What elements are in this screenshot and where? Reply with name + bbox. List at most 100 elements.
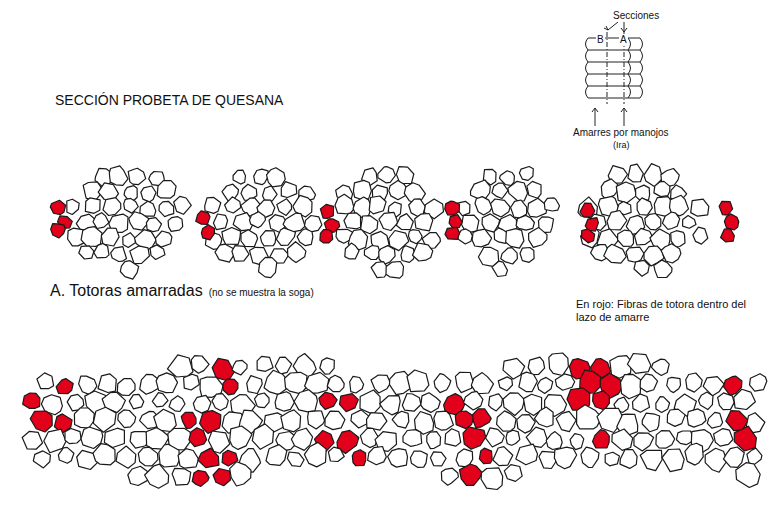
reed-fiber: [415, 214, 433, 231]
reed-fiber: [156, 373, 177, 393]
reed-fiber: [157, 181, 176, 199]
reed-fiber: [526, 427, 547, 447]
reed-fiber: [637, 198, 652, 215]
reed-fiber: [616, 182, 636, 203]
reed-fiber: [85, 198, 100, 214]
reed-fiber: [618, 230, 634, 246]
reed-fiber: [640, 450, 662, 470]
reed-fiber: [297, 229, 313, 246]
reed-fiber: [554, 447, 576, 469]
reed-fiber: [656, 431, 675, 449]
reed-fiber: [534, 407, 553, 427]
reed-fiber: [604, 244, 627, 263]
reed-fiber: [492, 261, 508, 276]
reed-fiber: [627, 354, 650, 374]
reed-fiber: [120, 261, 138, 279]
reed-fiber: [501, 248, 518, 264]
reed-fiber: [747, 448, 762, 464]
reed-fiber: [667, 377, 681, 392]
reed-fiber: [492, 183, 508, 198]
reed-fiber: [445, 429, 461, 446]
tied-reed-fiber: [340, 394, 359, 412]
reed-fiber: [497, 411, 516, 431]
reed-fiber: [233, 170, 245, 184]
reed-fiber: [691, 199, 709, 216]
reed-fiber: [335, 194, 354, 214]
tied-reed-fiber: [51, 224, 66, 238]
reed-fiber: [607, 211, 627, 230]
section-label: Secciones: [612, 10, 660, 22]
reed-fiber: [519, 372, 538, 392]
reed-fiber: [58, 447, 74, 463]
reed-fiber: [475, 197, 492, 215]
tied-reed-fiber: [463, 427, 486, 449]
reed-fiber: [266, 445, 287, 466]
reed-fiber: [259, 257, 277, 277]
reed-fiber: [471, 373, 493, 394]
reed-fiber: [267, 168, 286, 187]
reed-fiber: [103, 198, 121, 216]
reed-fiber: [656, 397, 670, 413]
reed-fiber: [408, 230, 422, 244]
reed-fiber: [645, 214, 661, 230]
reed-fiber: [174, 196, 192, 214]
tied-reed-fiber: [192, 470, 209, 486]
tied-reed-fiber: [449, 215, 462, 229]
tied-reed-fiber: [460, 464, 483, 485]
reed-fiber: [93, 407, 116, 432]
reed-fiber: [281, 410, 301, 432]
reed-fiber: [257, 356, 273, 371]
reed-fiber: [150, 245, 165, 260]
reed-fiber: [294, 390, 317, 412]
reed-fiber: [117, 379, 135, 396]
reed-fiber: [118, 410, 136, 428]
section-letter: A: [619, 34, 628, 46]
reed-fiber: [172, 468, 191, 485]
reed-fiber: [612, 429, 633, 450]
reed-fiber: [345, 243, 359, 259]
reed-fiber: [116, 446, 136, 468]
reed-fiber: [287, 452, 304, 467]
reed-fiber: [33, 451, 50, 468]
reed-fiber: [396, 214, 413, 230]
reed-fiber: [549, 353, 569, 376]
reed-fiber: [504, 465, 522, 482]
reed-fiber: [109, 166, 128, 186]
tied-reed-fiber: [719, 201, 733, 215]
reed-fiber: [327, 375, 344, 391]
tie-note: Amarres por manojos: [572, 127, 670, 139]
reed-fiber: [232, 360, 247, 375]
reed-fiber: [489, 394, 503, 411]
reed-fiber: [538, 377, 553, 393]
reed-fiber: [434, 411, 454, 430]
reed-fiber: [520, 248, 534, 263]
reed-fiber: [527, 181, 541, 198]
reed-fiber: [539, 451, 556, 468]
reed-fiber: [556, 411, 576, 431]
reed-fiber: [81, 227, 102, 247]
reed-fiber: [529, 227, 547, 247]
reed-fiber: [22, 431, 42, 449]
reed-fiber: [225, 197, 241, 213]
reed-fiber: [581, 447, 599, 467]
legend-note: En rojo: Fibras de totora dentro del laz…: [576, 298, 766, 324]
reed-fiber: [677, 431, 694, 445]
reed-fiber: [159, 201, 174, 216]
reed-fiber: [308, 411, 325, 429]
reed-fiber: [67, 199, 79, 214]
reed-fiber: [145, 464, 169, 488]
reed-fiber: [379, 212, 398, 230]
reed-fiber: [241, 230, 258, 247]
reed-fiber: [493, 447, 513, 466]
tied-reed-fiber: [445, 227, 460, 239]
reed-fiber: [378, 167, 396, 183]
reed-fiber: [124, 198, 139, 213]
reed-fiber: [152, 393, 168, 407]
reed-fiber: [516, 444, 538, 465]
reed-fiber: [156, 231, 172, 247]
tied-reed-fiber: [319, 392, 337, 409]
reed-fiber: [129, 394, 144, 408]
tied-reed-fiber: [201, 225, 214, 240]
reed-fiber: [685, 443, 703, 465]
reed-fiber: [601, 179, 618, 199]
